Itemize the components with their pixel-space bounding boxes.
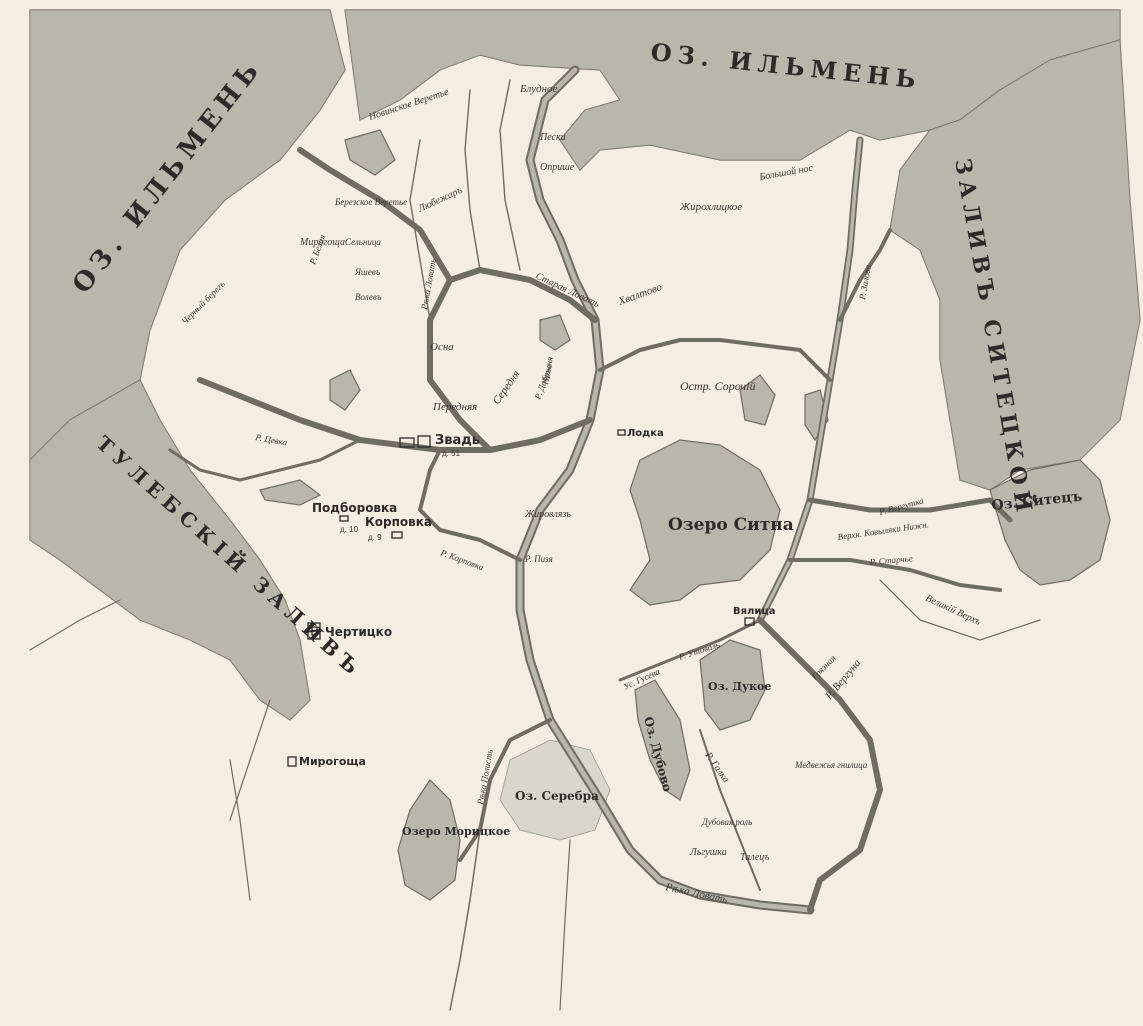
- village-vyaltsa: Вялица: [733, 606, 776, 626]
- river-polist-south: [449, 829, 481, 1011]
- place-peredniya: Передняя: [432, 401, 477, 413]
- svg-text:д. 9: д. 9: [368, 533, 382, 542]
- river-nw-branch: [297, 147, 453, 283]
- river-desyatka: [598, 338, 832, 382]
- place-dubovaya: Дубовая роль: [701, 817, 752, 827]
- label-moritskoe: Озеро Морицкое: [402, 825, 510, 838]
- river-tsevka: [168, 438, 362, 482]
- stream-south-1: [559, 839, 571, 1011]
- lake-ilmen-n-fill: [345, 10, 1120, 170]
- lake-moritskoe: [397, 779, 461, 901]
- place-osna: Осна: [430, 341, 454, 353]
- place-volevo: Волевъ: [355, 292, 382, 302]
- stream-south-2: [229, 759, 251, 901]
- place-berezskoe: Березское Веретье: [334, 197, 407, 207]
- place-pesky: Пески: [539, 132, 566, 143]
- river-zalova: [838, 228, 892, 322]
- label-serebra: Оз. Серебра: [515, 789, 599, 803]
- village-zvad: Звадь д. 51: [399, 433, 480, 458]
- svg-text:Чертицко: Чертицко: [325, 625, 392, 639]
- river-vergutka: [807, 497, 1013, 523]
- stream-north-3: [499, 79, 521, 271]
- place-lgushka: Льгушка: [689, 847, 727, 858]
- river-starchie: [788, 558, 1002, 592]
- stream-west-1: [29, 599, 121, 651]
- place-mirogoshcha-small: Мирогоща: [299, 237, 345, 248]
- lake-small-6: [344, 129, 396, 176]
- village-mirogoshcha: Мирогоща: [287, 755, 366, 768]
- svg-text:Вялица: Вялица: [733, 606, 776, 617]
- river-galka: [699, 729, 761, 891]
- lake-small-3: [539, 314, 571, 351]
- lake-small-1: [329, 369, 361, 411]
- svg-text:Корповка: Корповка: [365, 515, 432, 529]
- village-podborovka: Подборовка д. 10: [312, 501, 397, 534]
- river-utovat: [618, 618, 762, 682]
- svg-text:Подборовка: Подборовка: [312, 501, 397, 515]
- lake-sitets: [989, 459, 1111, 586]
- place-medvezhie: Медвежья гнилица: [794, 760, 868, 770]
- village-lodka: Лодка: [617, 428, 664, 439]
- river-korpovka: [418, 448, 522, 562]
- stream-south-3: [229, 699, 271, 821]
- sitets-bay-fill: [890, 40, 1140, 490]
- svg-text:Звадь: Звадь: [435, 433, 480, 448]
- lake-dukoe: [699, 639, 766, 731]
- river-polist: [458, 718, 552, 862]
- place-yasheve: Яшевъ: [354, 267, 380, 277]
- place-nizhnya: Нижня: [540, 356, 555, 386]
- place-talets: Талецъ: [740, 852, 769, 863]
- stream-east-1: [879, 579, 1041, 641]
- label-dukoe: Оз. Дукое: [708, 680, 771, 693]
- svg-text:Мирогоща: Мирогоща: [299, 755, 366, 768]
- village-korpovka: Корповка д. 9: [365, 515, 432, 542]
- lake-small-2: [259, 479, 322, 506]
- lake-small-4: [739, 374, 776, 426]
- label-sitna: Озеро Ситна: [668, 515, 794, 535]
- river-lovat-inner: [517, 67, 813, 913]
- lake-ilmen-nw-fill: [30, 10, 345, 460]
- place-opryshe: Оприше: [540, 162, 575, 173]
- place-zhirovlyaz: Жировлязь: [524, 509, 571, 520]
- stream-north-1: [409, 139, 431, 321]
- stream-north-2: [464, 89, 481, 271]
- lake-dubovo: [634, 679, 691, 801]
- label-r-pizia: Р. Пизя: [524, 554, 553, 564]
- river-verguna: [757, 617, 883, 913]
- svg-text:д. 51: д. 51: [442, 449, 461, 458]
- place-blud: Блудное: [519, 83, 558, 95]
- lake-sitna: [629, 439, 781, 606]
- place-sonets: Сельница: [345, 237, 381, 247]
- place-ostr-soroch: Остр. Сорочій: [680, 379, 756, 393]
- village-chertitsko: Чертицко: [307, 622, 392, 640]
- tuleb-bay-fill: [30, 380, 310, 720]
- place-zhirokh: Жирохлицкое: [679, 201, 742, 213]
- label-r-starchie: Р. Старчье: [868, 553, 913, 567]
- svg-text:Лодка: Лодка: [627, 428, 664, 439]
- svg-text:д. 10: д. 10: [340, 525, 359, 534]
